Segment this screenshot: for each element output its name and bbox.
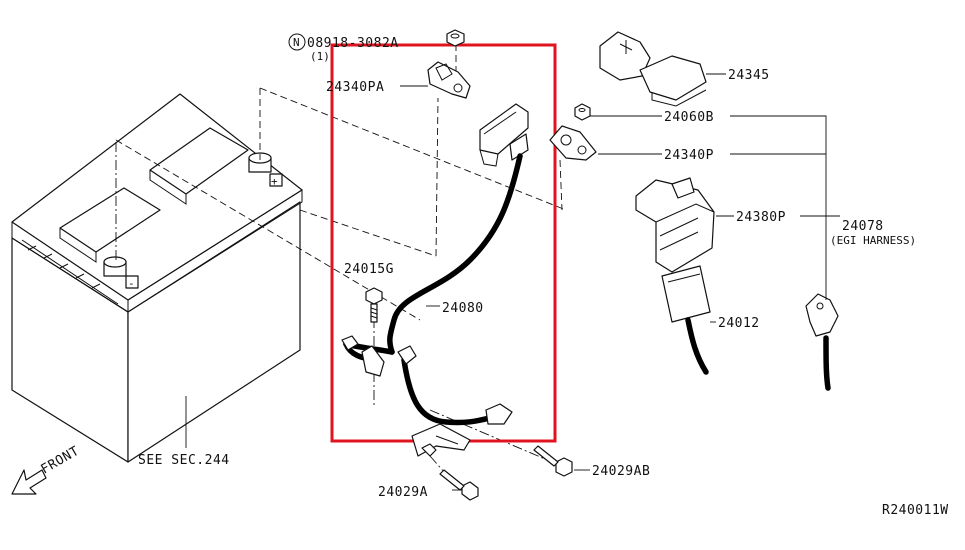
- bolt-24015g: [365, 287, 383, 323]
- label-08918-3082a: 08918-3082A: [307, 36, 399, 51]
- drawing-id: R240011W: [882, 503, 949, 518]
- label-24080: 24080: [442, 301, 484, 316]
- cable-bracket-top: [479, 103, 529, 167]
- terminal-clamp-24340pa: [427, 61, 471, 99]
- leader-lines: [400, 73, 840, 491]
- label-24340p: 24340P: [664, 148, 714, 163]
- label-24029a: 24029A: [378, 485, 428, 500]
- label-24345: 24345: [728, 68, 770, 83]
- label-24078: 24078: [842, 219, 884, 234]
- n-mark: N: [293, 36, 300, 49]
- front-label: FRONT: [39, 444, 83, 478]
- cable-24012: [661, 265, 711, 375]
- label-egi-harness: (EGI HARNESS): [830, 234, 916, 247]
- plus-mark: +: [271, 175, 278, 188]
- label-see-sec-244: SEE SEC.244: [138, 453, 230, 468]
- terminal-cover-24345: [599, 31, 707, 107]
- label-24012: 24012: [718, 316, 760, 331]
- front-arrow: FRONT: [11, 444, 83, 495]
- bolt-24029a: [421, 443, 479, 501]
- label-08918-qty: (1): [310, 50, 330, 63]
- terminal-clamp-24340p: [549, 125, 597, 161]
- callout-labels: N 08918-3082A (1) 24340PA 24345 24060B 2…: [138, 36, 949, 518]
- label-24340pa: 24340PA: [326, 80, 384, 95]
- fusible-link-24380p: [635, 177, 715, 273]
- label-24029ab: 24029AB: [592, 464, 650, 479]
- highlight-box: [330, 43, 557, 443]
- label-24015g: 24015G: [344, 262, 394, 277]
- label-24060b: 24060B: [664, 110, 714, 125]
- minus-mark: -: [128, 277, 135, 290]
- nut-24060b: [574, 103, 591, 121]
- egi-harness-24078: [805, 293, 839, 391]
- ground-bracket: [411, 423, 471, 457]
- battery: - +: [11, 93, 303, 463]
- bolt-24029ab: [533, 445, 573, 477]
- cable-24080: [341, 153, 523, 426]
- label-24380p: 24380P: [736, 210, 786, 225]
- nut-08918: [288, 29, 465, 51]
